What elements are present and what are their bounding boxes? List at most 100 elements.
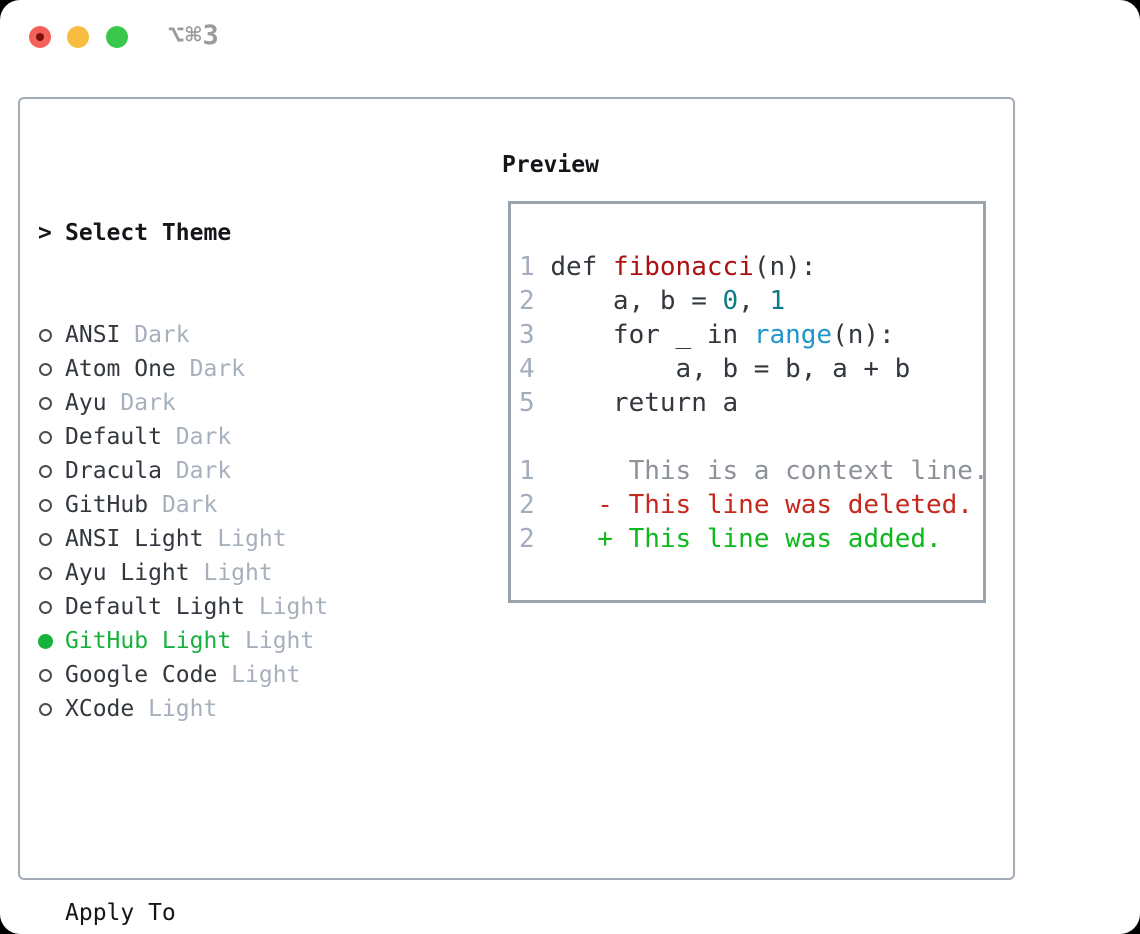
theme-item-dracula[interactable]: Dracula Dark <box>38 454 478 488</box>
item-variant: Light <box>189 560 273 586</box>
code-token: def <box>550 252 613 282</box>
line-number: 2 <box>519 490 551 520</box>
theme-item-default[interactable]: Default Dark <box>38 420 478 454</box>
code-token: + This line was added. <box>597 524 942 554</box>
item-label: ANSI <box>65 322 121 348</box>
item-label: Default <box>65 424 162 450</box>
item-variant: Dark <box>148 492 218 518</box>
item-label: XCode <box>65 696 135 722</box>
item-variant: Dark <box>175 356 246 382</box>
code-token: (n): <box>832 320 895 350</box>
code-token <box>550 524 597 554</box>
item-variant: Dark <box>161 424 232 450</box>
theme-item-atom-one[interactable]: Atom One Dark <box>38 352 478 386</box>
radio-icon <box>39 702 52 716</box>
item-variant: Light <box>134 696 218 722</box>
line-number: 1 <box>519 456 551 486</box>
item-label: Dracula <box>65 458 162 484</box>
theme-item-ayu[interactable]: Ayu Dark <box>38 386 478 420</box>
code-line: 3 for _ in range(n): <box>519 318 989 352</box>
titlebar: ⌥⌘3 <box>0 0 1140 72</box>
code-token: , <box>738 286 770 316</box>
close-button[interactable] <box>29 26 51 48</box>
item-label: Google Code <box>65 662 218 688</box>
code-token: - This line was deleted. <box>597 490 973 520</box>
item-label: Ayu <box>65 390 107 416</box>
prompt-icon: > <box>38 220 52 246</box>
radio-icon <box>39 396 52 410</box>
code-token: (n): <box>753 252 817 282</box>
radio-icon <box>39 668 52 682</box>
radio-selected-icon <box>38 633 53 649</box>
code-token: for _ in <box>550 320 754 350</box>
code-line: 1 This is a context line. <box>519 454 989 488</box>
window-title: ⌥⌘3 <box>168 20 220 51</box>
code-line: 2 + This line was added. <box>519 522 989 556</box>
theme-item-xcode[interactable]: XCode Light <box>38 692 478 726</box>
code-token: a, b = b, a + b <box>550 354 911 384</box>
item-label: GitHub <box>65 492 149 518</box>
theme-item-github-light[interactable]: GitHub Light Light <box>38 624 478 658</box>
code-line: 2 a, b = 0, 1 <box>519 284 989 318</box>
radio-icon <box>39 566 52 580</box>
item-label: GitHub Light <box>65 628 232 654</box>
line-number: 5 <box>519 388 551 418</box>
code-line: 4 a, b = b, a + b <box>519 352 989 386</box>
item-variant: Light <box>203 526 287 552</box>
radio-icon <box>39 430 52 444</box>
select-theme-title: Select Theme <box>65 220 232 246</box>
apply-to-header-row: Apply To <box>38 896 478 930</box>
code-line <box>519 420 989 454</box>
line-number: 4 <box>519 354 551 384</box>
item-variant: Light <box>217 662 301 688</box>
theme-item-ayu-light[interactable]: Ayu Light Light <box>38 556 478 590</box>
code-token: This is a context line. <box>550 456 989 486</box>
code-line: 1 def fibonacci(n): <box>519 250 989 284</box>
item-label: Ayu Light <box>65 560 190 586</box>
item-label: ANSI Light <box>65 526 204 552</box>
line-number: 3 <box>519 320 551 350</box>
code-token: 1 <box>769 286 786 316</box>
theme-item-default-light[interactable]: Default Light Light <box>38 590 478 624</box>
close-dot-icon <box>36 33 44 41</box>
item-variant: Dark <box>106 390 176 416</box>
theme-item-ansi[interactable]: ANSI Dark <box>38 318 478 352</box>
code-token: a, b = <box>550 286 723 316</box>
theme-item-ansi-light[interactable]: ANSI Light Light <box>38 522 478 556</box>
radio-icon <box>39 498 52 512</box>
item-label: Atom One <box>65 356 176 382</box>
code-line: 5 return a <box>519 386 989 420</box>
item-variant: Light <box>245 594 329 620</box>
minimize-button[interactable] <box>67 26 89 48</box>
apply-to-title: Apply To <box>65 900 176 926</box>
line-number <box>519 422 535 452</box>
radio-icon <box>39 600 52 614</box>
line-number: 2 <box>519 524 551 554</box>
zoom-button[interactable] <box>106 26 128 48</box>
code-token: range <box>753 320 833 350</box>
spacer <box>38 794 478 828</box>
radio-icon <box>39 362 52 376</box>
preview-title: Preview <box>502 152 599 178</box>
code-line: 2 - This line was deleted. <box>519 488 989 522</box>
line-number: 1 <box>519 252 551 282</box>
item-variant: Dark <box>120 322 190 348</box>
radio-icon <box>39 328 52 342</box>
code-token: 0 <box>722 286 739 316</box>
item-variant: Light <box>231 628 315 654</box>
code-token: fibonacci <box>612 252 754 282</box>
code-token: return a <box>550 388 739 418</box>
item-variant: Dark <box>161 458 232 484</box>
line-number: 2 <box>519 286 551 316</box>
item-label: Default Light <box>65 594 246 620</box>
theme-item-google-code[interactable]: Google Code Light <box>38 658 478 692</box>
radio-icon <box>39 532 52 546</box>
code-token <box>550 490 597 520</box>
theme-item-github[interactable]: GitHub Dark <box>38 488 478 522</box>
select-theme-header-row: > Select Theme <box>38 216 478 250</box>
